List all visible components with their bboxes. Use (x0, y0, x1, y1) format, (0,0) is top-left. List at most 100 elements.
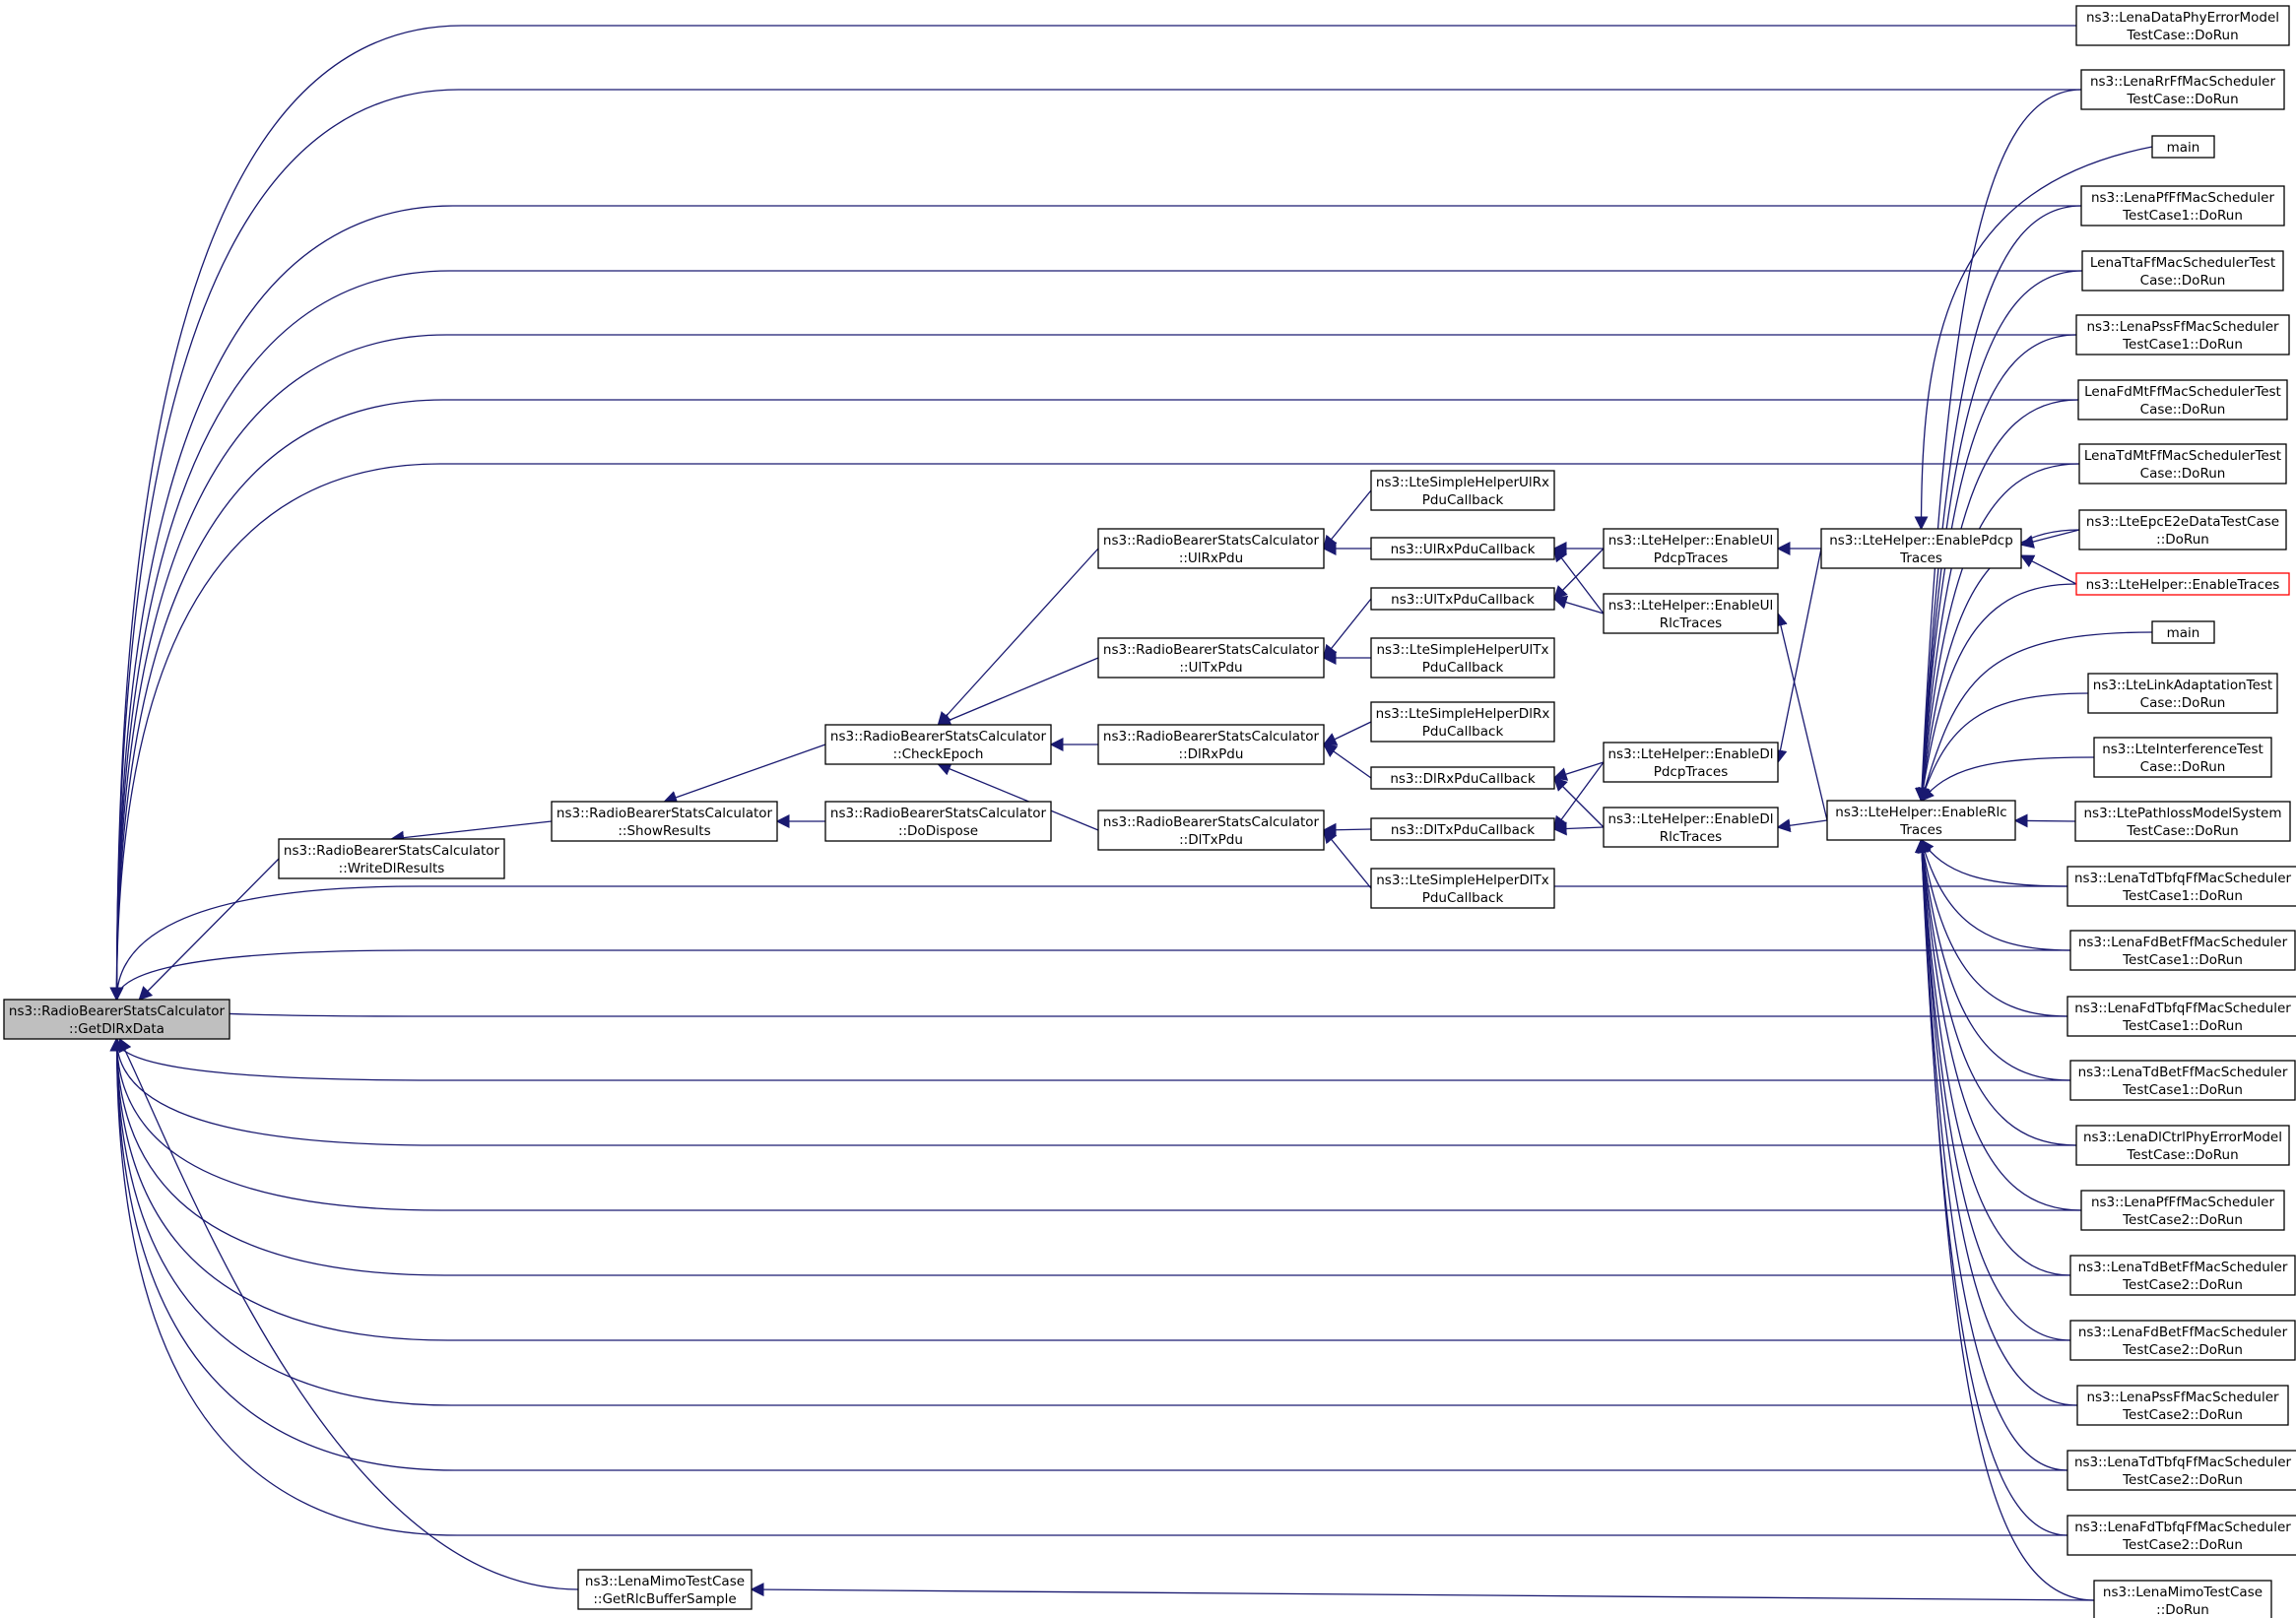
node-label-line: ns3::LenaTdBetFfMacScheduler (2078, 1260, 2288, 1275)
node-label-line: ns3::LteSimpleHelperDlTx (1376, 873, 1549, 888)
node-label-line: TestCase1::DoRun (2122, 1018, 2243, 1034)
graph-node-ns3-lenafdtbfqffmacscheduler-testcase1-dorun[interactable]: ns3::LenaFdTbfqFfMacSchedulerTestCase1::… (2066, 996, 2296, 1037)
graph-node-ns3-ulrxpducallback[interactable]: ns3::UlRxPduCallback (1370, 537, 1555, 560)
graph-node-ns3-radiobearerstatscalculator-showresults[interactable]: ns3::RadioBearerStatsCalculator::ShowRes… (551, 801, 778, 842)
graph-node-ns3-lenapfffmacscheduler-testcase2-dorun[interactable]: ns3::LenaPfFfMacSchedulerTestCase2::DoRu… (2080, 1190, 2285, 1231)
node-label-line: ns3::LenaTdTbfqFfMacScheduler (2074, 871, 2292, 886)
node-box (2075, 1125, 2290, 1166)
graph-node-ns3-lenatdtbfqffmacscheduler-testcase2-dorun[interactable]: ns3::LenaTdTbfqFfMacSchedulerTestCase2::… (2066, 1450, 2296, 1491)
edge-enablerlc-r8 (1915, 463, 2080, 803)
node-label-line: ns3::LteHelper::EnableRlc (1835, 805, 2006, 820)
graph-node-ns3-lenapssffmacscheduler-testcase1-dorun[interactable]: ns3::LenaPssFfMacSchedulerTestCase1::DoR… (2075, 314, 2290, 356)
edge-enablerlc-r10 (1916, 583, 2077, 803)
graph-node-ns3-radiobearerstatscalculator-ultxpdu[interactable]: ns3::RadioBearerStatsCalculator::UlTxPdu (1097, 637, 1325, 679)
graph-node-ns3-radiobearerstatscalculator-ulrxpdu[interactable]: ns3::RadioBearerStatsCalculator::UlRxPdu (1097, 528, 1325, 569)
edge-writedlresults-showresults (390, 820, 553, 845)
node-label-line: ns3::LenaPssFfMacScheduler (2086, 319, 2279, 335)
graph-node-ns3-lenapfffmacscheduler-testcase1-dorun[interactable]: ns3::LenaPfFfMacSchedulerTestCase1::DoRu… (2080, 185, 2285, 227)
graph-node-ns3-lenafdbetffmacscheduler-testcase2-dorun[interactable]: ns3::LenaFdBetFfMacSchedulerTestCase2::D… (2069, 1320, 2296, 1361)
node-label-line: LenaFdMtFfMacSchedulerTest (2084, 384, 2281, 400)
graph-node-ns3-radiobearerstatscalculator-dltxpdu[interactable]: ns3::RadioBearerStatsCalculator::DlTxPdu (1097, 809, 1325, 851)
graph-node-ns3-ltepathlossmodelsystem-testcase-dorun[interactable]: ns3::LtePathlossModelSystemTestCase::DoR… (2074, 801, 2291, 842)
node-label-line: ns3::RadioBearerStatsCalculator (830, 806, 1047, 821)
edge-enablepdcp-r3 (1914, 146, 2153, 531)
graph-node-ns3-dltxpducallback[interactable]: ns3::DlTxPduCallback (1370, 817, 1555, 841)
graph-node-ns3-lenafdbetffmacscheduler-testcase1-dorun[interactable]: ns3::LenaFdBetFfMacSchedulerTestCase1::D… (2069, 930, 2296, 971)
node-label-line: ::WriteDlResults (339, 861, 445, 876)
node-box (577, 1569, 753, 1610)
node-label-line: ::ShowResults (618, 823, 710, 839)
node-label-line: ns3::LenaDataPhyErrorModel (2086, 10, 2279, 26)
node-label-line: ns3::LteHelper::EnablePdcp (1829, 533, 2013, 549)
edge-enabledlrlc-enablerlc (1776, 818, 1828, 833)
graph-node-ns3-radiobearerstatscalculator-checkepoch[interactable]: ns3::RadioBearerStatsCalculator::CheckEp… (824, 724, 1052, 765)
node-box (2066, 866, 2296, 907)
graph-node-ns3-lenatdtbfqffmacscheduler-testcase1-dorun[interactable]: ns3::LenaTdTbfqFfMacSchedulerTestCase1::… (2066, 866, 2296, 907)
graph-node-ns3-lenamimotestcase-getrlcbuffersample[interactable]: ns3::LenaMimoTestCase::GetRlcBufferSampl… (577, 1569, 753, 1610)
edge-checkepoch-ultxpdu (937, 657, 1099, 727)
graph-node-ns3-radiobearerstatscalculator-dlrxpdu[interactable]: ns3::RadioBearerStatsCalculator::DlRxPdu (1097, 724, 1325, 765)
graph-node-ns3-lteepce2edatatestcase-dorun[interactable]: ns3::LteEpcE2eDataTestCase::DoRun (2078, 509, 2287, 550)
node-label-line: ns3::LteSimpleHelperUlTx (1377, 642, 1549, 658)
node-box (1097, 809, 1325, 851)
node-box (2074, 801, 2291, 842)
edge-getrlcbuffersample-r26 (750, 1583, 2095, 1601)
node-label-line: PduCallback (1422, 660, 1504, 676)
graph-node-ns3-lenapssffmacscheduler-testcase2-dorun[interactable]: ns3::LenaPssFfMacSchedulerTestCase2::DoR… (2076, 1385, 2289, 1426)
graph-node-ns3-lenafdtbfqffmacscheduler-testcase2-dorun[interactable]: ns3::LenaFdTbfqFfMacSchedulerTestCase2::… (2066, 1515, 2296, 1556)
node-label-line: ::CheckEpoch (893, 746, 984, 762)
graph-node-ns3-lenatdbetffmacscheduler-testcase1-dorun[interactable]: ns3::LenaTdBetFfMacSchedulerTestCase1::D… (2069, 1060, 2296, 1101)
node-box (2075, 5, 2290, 46)
edge-enablerlc-r23 (1915, 838, 2078, 1406)
node-box (2080, 185, 2285, 227)
graph-node-ns3-lenadataphyerrormodel-testcase-dorun[interactable]: ns3::LenaDataPhyErrorModelTestCase::DoRu… (2075, 5, 2290, 46)
node-label-line: Case::DoRun (2140, 759, 2226, 775)
graph-node-ns3-radiobearerstatscalculator-writedlresults[interactable]: ns3::RadioBearerStatsCalculator::WriteDl… (278, 838, 505, 879)
graph-node-ns3-dlrxpducallback[interactable]: ns3::DlRxPduCallback (1370, 766, 1555, 790)
graph-node-ns3-lenadlctrlphyerrormodel-testcase-dorun[interactable]: ns3::LenaDlCtrlPhyErrorModelTestCase::Do… (2075, 1125, 2290, 1166)
node-label-line: ns3::LenaFdBetFfMacScheduler (2078, 1325, 2288, 1340)
node-label-line: PdcpTraces (1654, 550, 1729, 566)
edge-dlrxpducallback-enabledlrlc (1553, 777, 1605, 828)
graph-node-ns3-lenatdbetffmacscheduler-testcase2-dorun[interactable]: ns3::LenaTdBetFfMacSchedulerTestCase2::D… (2069, 1255, 2296, 1296)
node-label-line: ns3::LenaFdBetFfMacScheduler (2078, 935, 2288, 950)
edge-ultxpducallback-enableulpdcp (1553, 548, 1605, 600)
edge-getdlrxdata-r8 (109, 463, 2079, 1002)
graph-node-ns3-radiobearerstatscalculator-dodispose[interactable]: ns3::RadioBearerStatsCalculator::DoDispo… (824, 801, 1052, 842)
graph-node-ns3-radiobearerstatscalculator-getdlrxdata[interactable]: ns3::RadioBearerStatsCalculator::GetDlRx… (3, 999, 230, 1040)
node-label-line: ns3::LenaFdTbfqFfMacScheduler (2074, 1001, 2291, 1016)
node-label-line: ns3::LenaTdTbfqFfMacScheduler (2074, 1455, 2292, 1470)
graph-node-ns3-ltehelper-enabletraces[interactable]: ns3::LteHelper::EnableTraces (2075, 572, 2290, 596)
node-box (2093, 737, 2272, 778)
graph-node-main[interactable]: main (2151, 135, 2215, 159)
node-box (2069, 1255, 2296, 1296)
graph-node-ns3-ultxpducallback[interactable]: ns3::UlTxPduCallback (1370, 587, 1555, 611)
graph-node-main[interactable]: main (2151, 620, 2215, 644)
edge-enablerlc-r17 (1916, 838, 2068, 1017)
node-box (1603, 593, 1779, 634)
edge-ultxpducallback-enableulrlc (1552, 595, 1605, 615)
node-label-line: LenaTdMtFfMacSchedulerTest (2084, 448, 2281, 464)
edge-getdlrxdata-writedlresults (138, 858, 280, 1001)
graph-node-ns3-lenamimotestcase-dorun[interactable]: ns3::LenaMimoTestCase::DoRun (2093, 1580, 2272, 1618)
node-box (2093, 1580, 2272, 1618)
edge-checkepoch-dltxpdu (937, 762, 1099, 831)
edge-getdlrxdata-r18 (109, 1037, 2070, 1081)
node-box (1603, 528, 1779, 569)
